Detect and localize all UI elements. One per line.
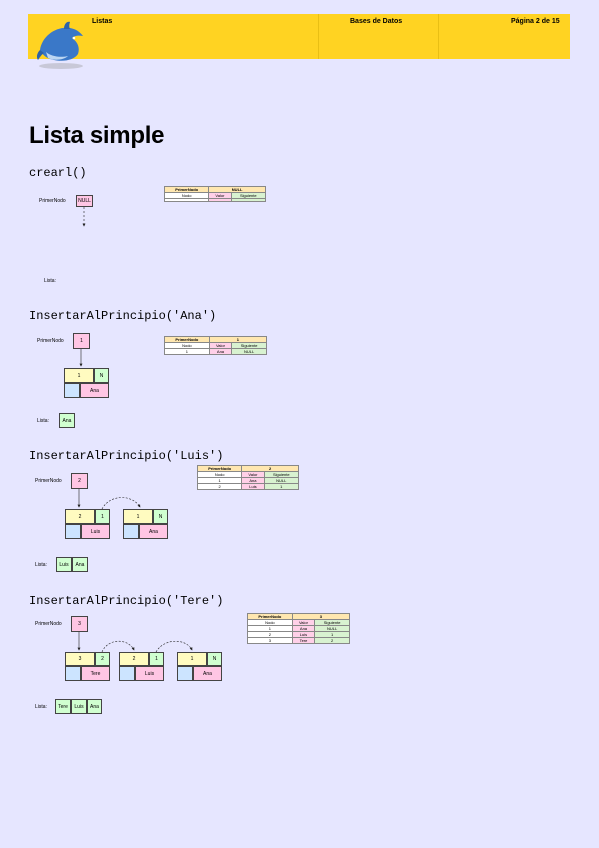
lista-label: Lista: [35, 562, 47, 568]
lista-item: Tere [55, 699, 71, 714]
header-divider [318, 14, 319, 59]
code-insert-ana: InsertarAlPrincipio('Ana') [29, 309, 217, 323]
node-blank [119, 666, 135, 681]
node-next: N [207, 652, 222, 666]
node-next: 1 [95, 509, 110, 524]
lista-item: Luis [56, 557, 72, 572]
link-arrow [155, 640, 193, 653]
lista-item: Ana [87, 699, 102, 714]
code-insert-luis: InsertarAlPrincipio('Luis') [29, 449, 224, 463]
page-header: Listas Bases de Datos Página 2 de 15 [28, 14, 570, 59]
primer-nodo-label: PrimerNodo [35, 478, 62, 484]
code-crearl: crearl() [29, 166, 87, 180]
primer-nodo-value: 3 [71, 616, 88, 632]
lista-item: Ana [59, 413, 75, 428]
node-blank [65, 666, 81, 681]
code-insert-tere: InsertarAlPrincipio('Tere') [29, 594, 224, 608]
lista-label: Lista: [44, 278, 56, 284]
page-title: Lista simple [29, 122, 165, 149]
lista-item: Ana [72, 557, 88, 572]
primer-nodo-value: 2 [71, 473, 88, 489]
table-cell: NULL [231, 348, 267, 355]
node-index: 1 [64, 368, 94, 383]
table-cell: 2 [314, 637, 350, 644]
header-section: Listas [92, 18, 113, 25]
node-value: Ana [80, 383, 109, 398]
node-index: 1 [123, 509, 153, 524]
node-blank [177, 666, 193, 681]
lista-label: Lista: [37, 418, 49, 424]
node-blank [65, 524, 81, 539]
node-blank [123, 524, 139, 539]
primer-nodo-label: PrimerNodo [35, 621, 62, 627]
node-value: Luis [135, 666, 164, 681]
node-next: 1 [149, 652, 164, 666]
primer-nodo-value: NULL [76, 195, 93, 207]
lista-item: Luis [71, 699, 87, 714]
header-course: Bases de Datos [350, 18, 403, 25]
node-blank [64, 383, 80, 398]
lista-label: Lista: [35, 704, 47, 710]
node-index: 2 [119, 652, 149, 666]
node-value: Ana [193, 666, 222, 681]
link-arrow [101, 497, 141, 510]
node-value: Luis [81, 524, 110, 539]
primer-nodo-label: PrimerNodo [37, 338, 64, 344]
table-cell: 1 [164, 348, 210, 355]
table-cell: 1 [263, 483, 300, 490]
node-index: 3 [65, 652, 95, 666]
header-page: Página 2 de 15 [511, 18, 560, 25]
header-divider [438, 14, 439, 59]
link-arrow [101, 640, 135, 653]
node-value: Tere [81, 666, 110, 681]
dolphin-logo [36, 21, 83, 69]
table-cell: 3 [247, 637, 293, 644]
primer-nodo-label: PrimerNodo [39, 198, 66, 204]
node-index: 1 [177, 652, 207, 666]
node-index: 2 [65, 509, 95, 524]
node-next: N [94, 368, 109, 383]
node-value: Ana [139, 524, 168, 539]
node-next: N [153, 509, 168, 524]
primer-nodo-value: 1 [73, 333, 90, 349]
node-next: 2 [95, 652, 110, 666]
